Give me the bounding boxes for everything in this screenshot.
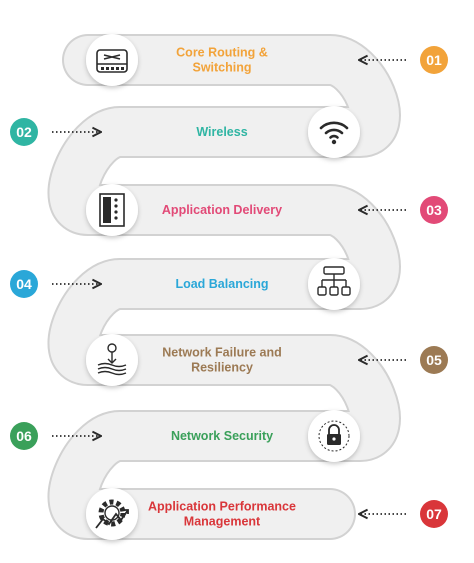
security-lock-icon (318, 420, 350, 452)
icon-badge (308, 106, 360, 158)
number-badge (420, 500, 448, 528)
step-number: 03 (426, 202, 442, 218)
step-number: 06 (16, 428, 32, 444)
step-01: Core Routing &Switching 01 (86, 34, 448, 86)
number-badge (10, 118, 38, 146)
wifi-icon (319, 121, 349, 145)
icon-badge (86, 34, 138, 86)
step-label: Network Security (171, 429, 273, 443)
number-badge (420, 46, 448, 74)
step-02: Wireless 02 (10, 106, 360, 158)
step-label: Application Delivery (162, 203, 282, 217)
performance-gear-icon (95, 499, 129, 529)
icon-badge (86, 184, 138, 236)
number-badge (420, 196, 448, 224)
number-badge (420, 346, 448, 374)
network-distribution-icon (317, 266, 351, 296)
step-label: Load Balancing (175, 277, 268, 291)
step-number: 02 (16, 124, 32, 140)
number-badge (10, 422, 38, 450)
step-number: 04 (16, 276, 32, 292)
step-label: Core Routing &Switching (176, 46, 268, 75)
step-number: 07 (426, 506, 442, 522)
switch-device-icon (96, 49, 128, 73)
number-badge (10, 270, 38, 298)
step-04: Load Balancing 04 (10, 258, 360, 310)
step-number: 01 (426, 52, 442, 68)
step-06: Network Security 06 (10, 410, 360, 462)
layers-down-icon (97, 343, 127, 376)
step-number: 05 (426, 352, 442, 368)
server-rack-icon (99, 193, 125, 227)
step-03: Application Delivery 03 (86, 184, 448, 236)
step-label: Wireless (196, 125, 247, 139)
